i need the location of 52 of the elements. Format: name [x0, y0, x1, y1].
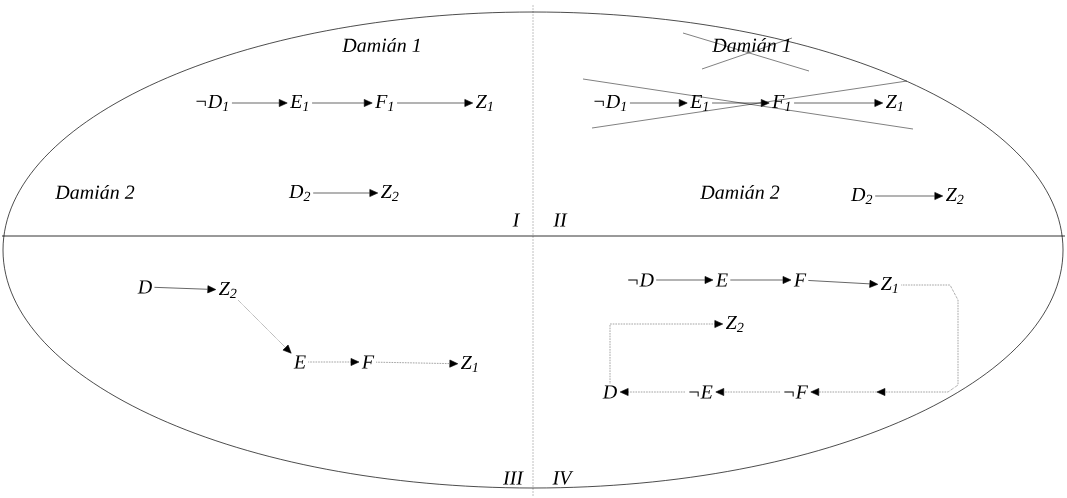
symbol-label: Z$_{1}$ — [460, 355, 478, 373]
symbol-label: E$_{1}$ — [289, 94, 308, 112]
arrow — [711, 99, 770, 107]
arrow — [308, 358, 360, 366]
arrow — [238, 300, 292, 354]
symbol-label: D$_{2}$ — [288, 184, 311, 202]
arrow — [154, 285, 217, 294]
text-label: I — [512, 213, 521, 227]
symbol-label: F — [793, 273, 807, 287]
symbol-label: F$_{1}$ — [772, 94, 790, 112]
arrow — [311, 99, 373, 107]
symbol-label: D — [602, 385, 617, 399]
arrow — [629, 99, 688, 107]
arrow — [810, 284, 959, 396]
arrow — [730, 276, 792, 284]
arrow — [808, 279, 879, 288]
symbol-label: E$_{1}$ — [689, 94, 708, 112]
symbol-label: Z$_{1}$ — [475, 94, 493, 112]
arrow — [396, 99, 474, 107]
symbol-label: ¬D$_{1}$ — [196, 94, 228, 112]
symbol-label: Z$_{1}$ — [880, 276, 898, 294]
arrow — [655, 276, 714, 284]
arrow — [609, 320, 724, 384]
arrow — [874, 192, 944, 200]
text-label: Damián 1 — [712, 37, 790, 53]
text-label: IV — [552, 471, 574, 485]
symbol-label: Z$_{2}$ — [218, 281, 237, 299]
symbol-label: ¬D — [628, 273, 654, 287]
text-label: II — [553, 213, 568, 227]
arrow — [231, 99, 288, 107]
symbol-label: E — [293, 355, 306, 369]
symbol-label: Z$_{2}$ — [725, 315, 744, 333]
arrow — [619, 388, 686, 396]
arrow — [715, 388, 781, 396]
text-label: Damián 2 — [55, 184, 135, 200]
symbol-label: Z$_{1}$ — [885, 94, 903, 112]
text-label: Damián 1 — [342, 37, 420, 53]
arrow — [376, 359, 459, 368]
text-label: Damián 2 — [700, 184, 780, 200]
symbol-label: ¬D$_{1}$ — [594, 94, 626, 112]
symbol-label: F — [361, 355, 375, 369]
symbol-label: E — [715, 273, 728, 287]
symbol-label: ¬E — [689, 385, 713, 399]
symbol-label: F$_{1}$ — [375, 94, 393, 112]
symbol-label: D$_{2}$ — [850, 187, 873, 205]
arrow — [312, 189, 379, 197]
symbol-label: Z$_{2}$ — [380, 184, 399, 202]
text-label: III — [502, 471, 524, 485]
arrow — [793, 99, 884, 107]
symbol-label: ¬F — [784, 385, 809, 399]
symbol-label: Z$_{2}$ — [945, 187, 964, 205]
symbol-label: D — [137, 280, 152, 294]
